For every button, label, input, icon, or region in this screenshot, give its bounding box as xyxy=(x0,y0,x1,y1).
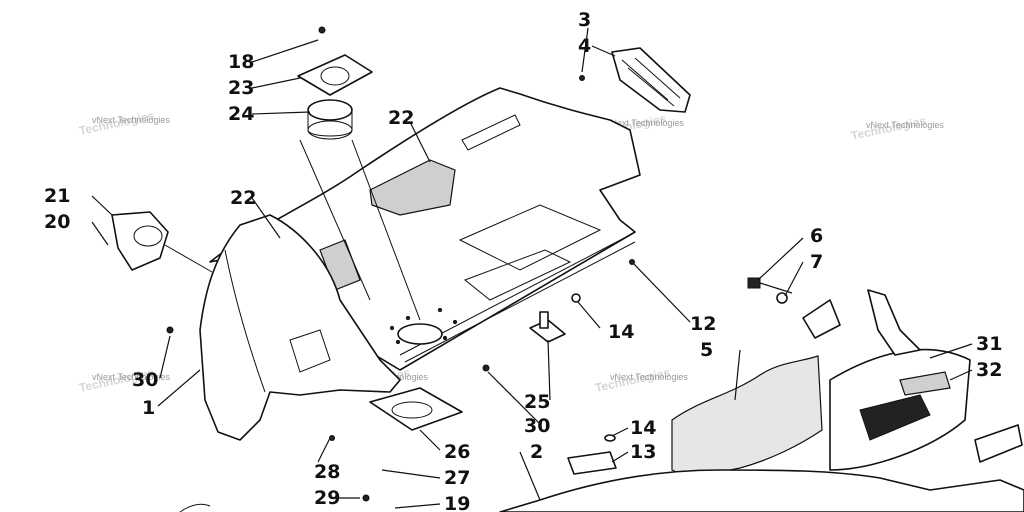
callout-7: 7 xyxy=(810,251,823,273)
callout-26: 26 xyxy=(444,441,470,463)
callout-30: 30 xyxy=(132,369,158,391)
callout-22: 22 xyxy=(230,187,256,209)
callout-28: 28 xyxy=(314,461,340,483)
leader-lines xyxy=(91,27,973,509)
callout-20: 20 xyxy=(44,211,70,233)
callout-14: 14 xyxy=(630,417,656,439)
front-bumper xyxy=(829,289,1023,471)
callout-21: 21 xyxy=(44,185,70,207)
callout-3: 3 xyxy=(578,9,591,31)
callout-13: 13 xyxy=(630,441,656,463)
callout-29: 29 xyxy=(314,487,340,509)
callout-23: 23 xyxy=(228,77,254,99)
callout-25: 25 xyxy=(524,391,550,413)
callout-24: 24 xyxy=(228,103,254,125)
callout-27: 27 xyxy=(444,467,470,489)
callout-2: 2 xyxy=(530,441,543,463)
watermark-2: vNext Technologies xyxy=(606,118,684,128)
callout-12: 12 xyxy=(690,313,716,335)
callout-4: 4 xyxy=(578,35,591,57)
lower-plates xyxy=(369,293,617,475)
plate-and-seal xyxy=(297,26,421,321)
watermark-1: vNext Technologies xyxy=(92,115,170,125)
callout-30: 30 xyxy=(524,415,550,437)
callout-18: 18 xyxy=(228,51,254,73)
left-side-panel xyxy=(199,214,401,441)
callout-31: 31 xyxy=(976,333,1002,355)
callout-1: 1 xyxy=(142,397,155,419)
callout-22: 22 xyxy=(388,107,414,129)
lower-pan xyxy=(179,469,1024,512)
side-panel-perforated xyxy=(671,355,823,479)
watermark-6: vNext Technologies xyxy=(610,372,688,382)
watermark-4: vNext Technologies xyxy=(92,372,170,382)
vent-duct xyxy=(111,211,213,273)
callout-32: 32 xyxy=(976,359,1002,381)
callout-14: 14 xyxy=(608,321,634,343)
callouts: 18 23 24 22 22 21 20 3 4 6 7 12 14 5 31 … xyxy=(44,9,1002,512)
callout-6: 6 xyxy=(810,225,823,247)
side-grille xyxy=(579,47,691,113)
watermark-3: vNext Technologies xyxy=(866,120,944,130)
bolt-and-washer xyxy=(747,277,841,339)
callout-5: 5 xyxy=(700,339,713,361)
callout-19: 19 xyxy=(444,493,470,512)
